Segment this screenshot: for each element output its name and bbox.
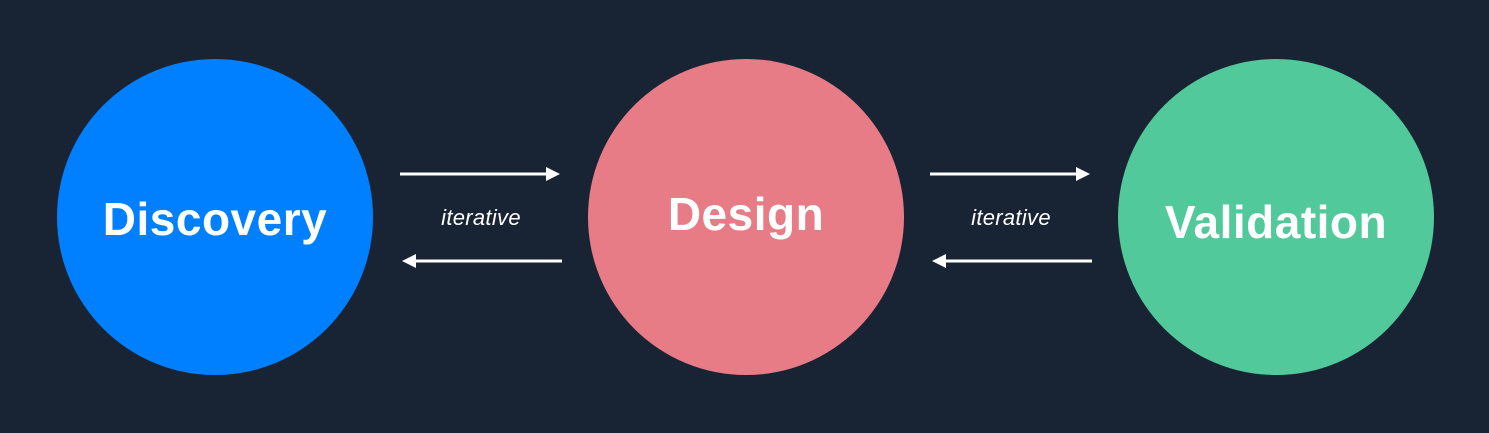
connector-design-validation: iterative [930, 160, 1092, 280]
connector-label: iterative [971, 205, 1051, 230]
stage-discovery-label: Discovery [102, 192, 328, 245]
arrow-right-icon [930, 167, 1090, 181]
arrow-left-icon [932, 254, 1092, 268]
stage-validation-label: Validation [1164, 195, 1388, 248]
arrow-right-icon [400, 167, 560, 181]
stage-design-circle: Design [588, 59, 904, 375]
connector-discovery-design: iterative [400, 160, 562, 280]
stage-validation-circle: Validation [1118, 59, 1434, 375]
stage-design-label: Design [667, 187, 825, 240]
stage-discovery-circle: Discovery [57, 59, 373, 375]
arrow-left-icon [402, 254, 562, 268]
connector-label: iterative [441, 205, 521, 230]
